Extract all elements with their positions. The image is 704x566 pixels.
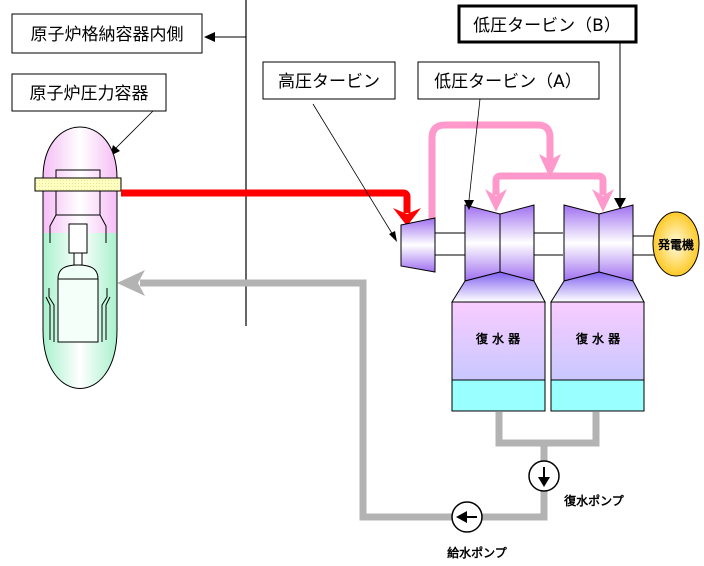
condenser-1: 復 水 器: [451, 271, 546, 412]
feedwater-pump: 給水ポンプ: [447, 501, 508, 560]
pressure-vessel-label-text: 原子炉圧力容器: [30, 84, 149, 104]
hp-turbine-label-text: 高圧タービン: [278, 72, 380, 92]
generator-label: 発電機: [657, 237, 694, 252]
lp-turbine-a-pointer-arrow: [464, 200, 474, 210]
hp-turbine-label: 高圧タービン: [262, 61, 396, 100]
crossover-steam-line: [428, 121, 614, 222]
containment-pointer-arrow: [204, 32, 215, 42]
feedwater-line: [117, 270, 600, 521]
reactor-pressure-vessel: [34, 126, 122, 389]
condensate-pump: 復水ポンプ: [528, 460, 625, 508]
lp-turbine-b-label-text: 低圧タービン（B）: [473, 16, 621, 36]
pressure-vessel-label: 原子炉圧力容器: [11, 73, 167, 112]
lp-turbine-b: [563, 204, 634, 282]
lp-turbine-b-pointer-arrow: [614, 198, 626, 209]
containment-label-text: 原子炉格納容器内側: [31, 25, 184, 45]
condenser-2-label: 復 水 器: [575, 331, 621, 346]
lp-turbine-a-pointer: [468, 98, 481, 201]
lp-turbine-a-label-text: 低圧タービン（A）: [434, 72, 582, 92]
condenser-2: 復 水 器: [550, 271, 645, 412]
containment-label: 原子炉格納容器内側: [11, 13, 203, 54]
hp-turbine-pointer-arrow: [389, 231, 397, 242]
lp-turbine-a: [464, 204, 535, 282]
condenser-1-label: 復 水 器: [475, 331, 521, 346]
feedwater-pump-label: 給水ポンプ: [447, 545, 508, 560]
hp-turbine-pointer: [312, 103, 394, 236]
pressure-vessel-pointer: [113, 110, 154, 151]
lp-turbine-a-label: 低圧タービン（A）: [417, 61, 600, 100]
vessel-flange: [34, 177, 122, 192]
lp-turbine-b-label: 低圧タービン（B）: [457, 4, 638, 44]
main-steam-line: [121, 189, 421, 226]
turbine-shaft: [433, 232, 655, 256]
generator: 発電機: [652, 211, 700, 277]
condensate-pump-label: 復水ポンプ: [563, 493, 625, 508]
hp-turbine: [400, 217, 436, 273]
